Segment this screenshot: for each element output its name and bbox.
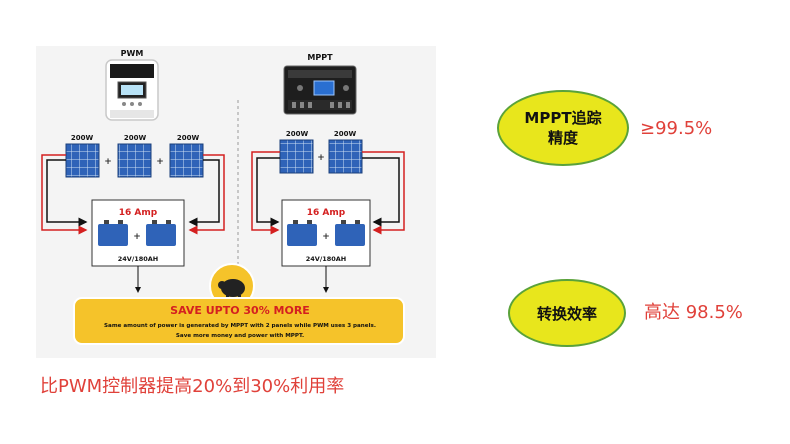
mppt-solar-panel-2 bbox=[328, 139, 363, 174]
savings-banner bbox=[73, 297, 405, 345]
pwm-battery-plus: + bbox=[133, 232, 141, 242]
tracking-accuracy-label-line-1: MPPT追踪 bbox=[524, 109, 602, 127]
tracking-accuracy-badge: MPPT追踪 精度 bbox=[497, 90, 629, 166]
mppt-battery-label: 24V/180AH bbox=[306, 255, 347, 263]
mppt-battery-plus: + bbox=[322, 232, 330, 242]
mppt-batteries bbox=[287, 220, 365, 246]
mppt-controller bbox=[283, 65, 357, 115]
savings-line-1: Same amount of power is generated by MPP… bbox=[104, 323, 376, 329]
tracking-accuracy-label-line-2: 精度 bbox=[547, 129, 578, 147]
mppt-title: MPPT bbox=[307, 53, 333, 62]
pwm-wiring bbox=[41, 154, 225, 235]
pwm-battery-label: 24V/180AH bbox=[118, 255, 159, 263]
mppt-panel-1-label: 200W bbox=[286, 130, 309, 138]
pwm-panel-3-label: 200W bbox=[177, 134, 200, 142]
pwm-solar-panel-3 bbox=[169, 143, 204, 178]
conversion-efficiency-value: 高达 98.5% bbox=[644, 302, 743, 323]
efficiency-caption: 比PWM控制器提高20%到30%利用率 bbox=[40, 376, 345, 397]
pwm-solar-panel-1 bbox=[65, 143, 100, 178]
mppt-panel-2-label: 200W bbox=[334, 130, 357, 138]
conversion-efficiency-badge: 转换效率 bbox=[508, 279, 626, 347]
conversion-efficiency-label: 转换效率 bbox=[536, 304, 597, 323]
tracking-accuracy-value: ≥99.5% bbox=[640, 118, 713, 139]
pwm-panel-1-label: 200W bbox=[71, 134, 94, 142]
mppt-solar-panel-1 bbox=[279, 139, 314, 174]
mppt-plus-1: + bbox=[317, 153, 325, 163]
savings-headline: SAVE UPTO 30% MORE bbox=[170, 304, 310, 317]
savings-line-2: Save more money and power with MPPT. bbox=[176, 333, 304, 339]
pwm-batteries bbox=[98, 220, 176, 246]
mppt-wiring bbox=[251, 151, 405, 235]
pwm-plus-2: + bbox=[156, 157, 164, 167]
pwm-solar-panel-2 bbox=[117, 143, 152, 178]
pwm-amp-label: 16 Amp bbox=[119, 208, 158, 218]
pwm-plus-1: + bbox=[104, 157, 112, 167]
mppt-amp-label: 16 Amp bbox=[307, 208, 346, 218]
pwm-panel-2-label: 200W bbox=[124, 134, 147, 142]
pwm-title: PWM bbox=[121, 49, 144, 58]
pwm-controller bbox=[105, 59, 159, 121]
